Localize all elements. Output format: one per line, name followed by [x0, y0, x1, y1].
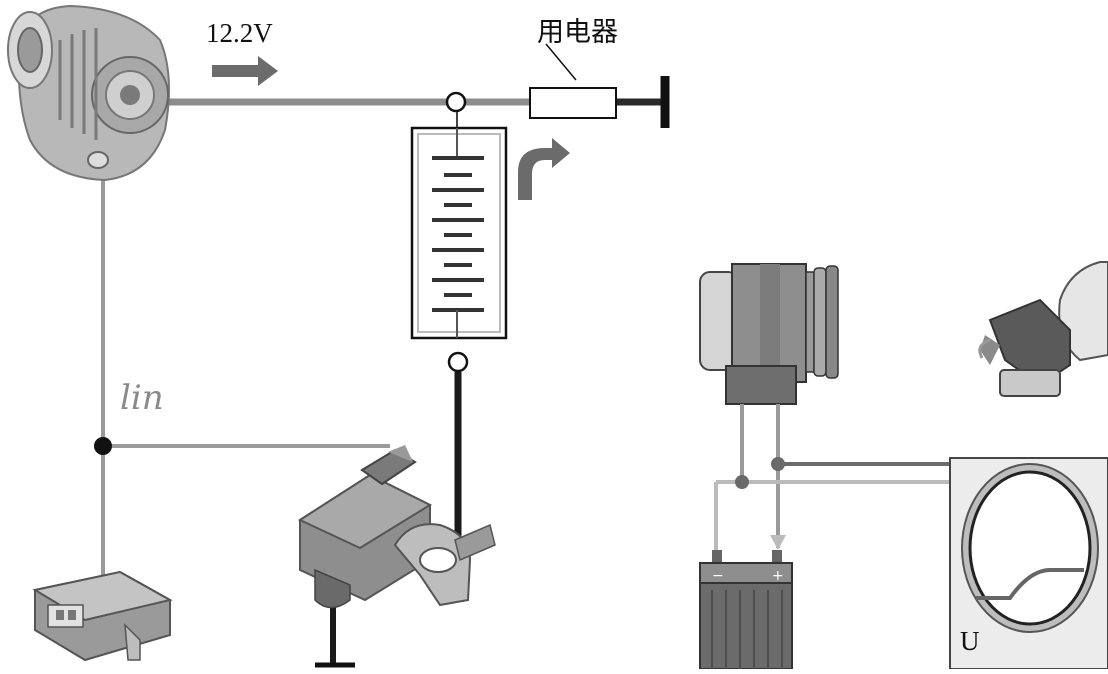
battery-positive-terminal: + — [772, 568, 784, 584]
load-callout-line — [545, 43, 577, 81]
lin-bus-label: lin — [120, 378, 164, 418]
current-arrow-icon — [212, 56, 278, 86]
battery-icon: − + — [699, 550, 793, 670]
generator-icon — [699, 263, 839, 405]
battery-negative-terminal: − — [712, 568, 724, 584]
battery-sensor-clamp-icon — [297, 445, 496, 609]
hand-ignition-key-icon — [978, 261, 1108, 397]
battery-cell-stack — [410, 126, 508, 340]
control-unit-icon — [32, 570, 173, 662]
bottom-node — [447, 351, 469, 373]
curved-arrow-icon — [518, 138, 570, 200]
load-label: 用电器 — [537, 17, 618, 47]
alternator-icon — [7, 4, 170, 182]
right-wires — [714, 404, 950, 555]
lin-junction — [94, 437, 112, 455]
top-node — [445, 91, 467, 113]
voltage-label: 12.2V — [206, 18, 273, 48]
voltage-axis-label: U — [960, 626, 980, 656]
load-resistor — [529, 87, 617, 119]
